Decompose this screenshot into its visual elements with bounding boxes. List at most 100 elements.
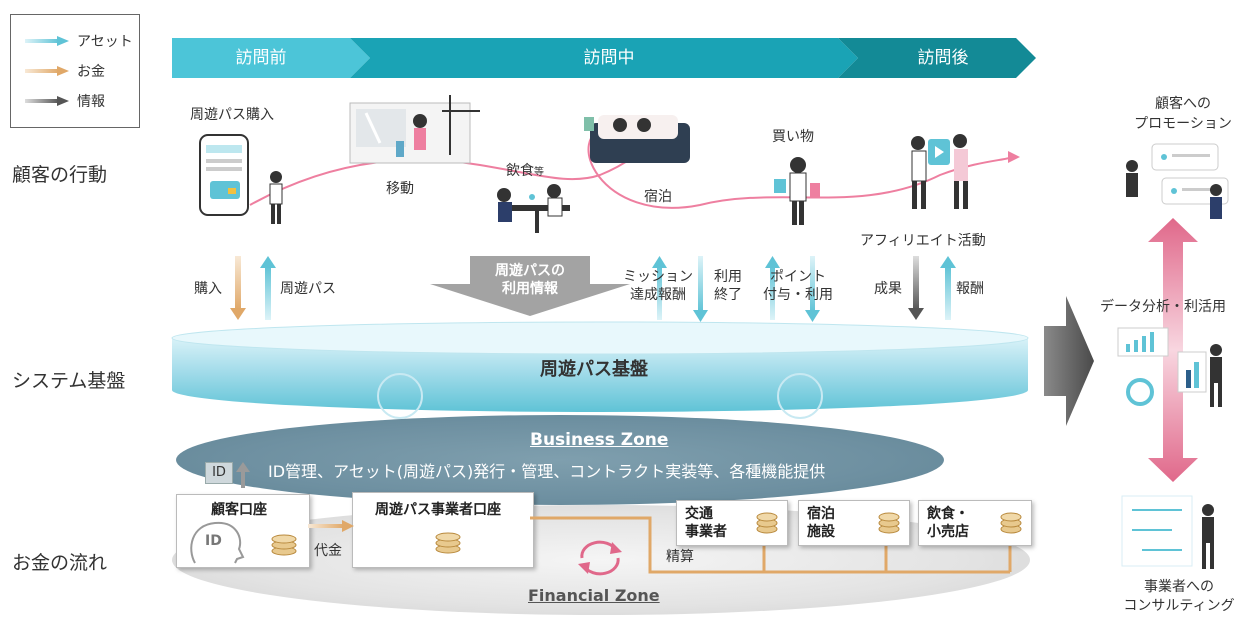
label-mission-line2: 達成報酬: [630, 287, 686, 303]
consulting-label: 事業者への コンサルティング: [1110, 578, 1248, 616]
legend: アセット お金 情報: [10, 14, 140, 128]
action-purchase: 周遊パス購入: [190, 107, 274, 123]
label-end-line1: 利用: [714, 269, 742, 285]
money-arrow-icon: [25, 66, 69, 76]
phase-during: 訪問中: [583, 48, 635, 68]
customer-id-text: ID: [205, 533, 222, 549]
legend-item-money: お金: [25, 59, 105, 83]
legend-item-info: 情報: [25, 89, 105, 113]
lodging-line2: 施設: [807, 524, 835, 540]
person-buying-icon: [269, 171, 283, 224]
row-title-money: お金の流れ: [12, 552, 108, 574]
train-icon: [349, 95, 480, 164]
id-tag: ID: [205, 462, 233, 484]
row-title-customer: 顧客の行動: [12, 164, 108, 186]
dining-icon: [497, 184, 570, 233]
info-arrow-icon: [25, 96, 69, 106]
transport-title: 交通 事業者: [685, 505, 727, 541]
action-food: 飲食等: [506, 160, 544, 180]
label-point: ポイント 付与・利用: [752, 268, 844, 304]
row-title-system: システム基盤: [12, 370, 126, 392]
id-head-icon: [190, 521, 245, 564]
label-mission: ミッション 達成報酬: [616, 268, 700, 304]
phase-after: 訪問後: [917, 48, 969, 68]
label-usage-line2: 利用情報: [502, 281, 558, 297]
affiliate-people-icon: [911, 134, 968, 209]
pink-double-arrow: [1148, 218, 1198, 482]
recycle-icon: [578, 540, 622, 576]
promotion-illustration: [1126, 143, 1229, 219]
shop-line2: 小売店: [927, 524, 969, 540]
bed-icon: [584, 115, 690, 163]
coins-icon: [756, 512, 778, 534]
coins-icon: [1000, 512, 1022, 534]
action-affiliate: アフィリエイト活動: [860, 233, 986, 249]
label-end: 利用 終了: [708, 268, 748, 304]
sync-icon-right: [777, 373, 823, 419]
financial-zone-title: Financial Zone: [528, 586, 660, 605]
analytics-label: データ分析・利活用: [1100, 299, 1226, 315]
consulting-illustration: [1121, 495, 1214, 569]
label-usage-line1: 周遊パスの: [495, 263, 565, 279]
to-analytics-arrow: [1044, 296, 1094, 426]
legend-item-asset: アセット: [25, 29, 133, 53]
label-settlement: 精算: [666, 549, 694, 565]
customer-journey: [199, 95, 1020, 233]
transport-line2: 事業者: [685, 524, 727, 540]
label-point-line2: 付与・利用: [763, 287, 833, 303]
action-stay: 宿泊: [644, 189, 672, 205]
flow-arrows: [230, 256, 956, 322]
business-zone-disc: [176, 415, 944, 505]
promotion-line1: 顧客への: [1155, 96, 1211, 112]
platform-cylinder: [171, 321, 1029, 419]
customer-account-title: 顧客口座: [211, 502, 267, 518]
transport-operator-box: 交通 事業者: [676, 500, 788, 546]
payment-arrow: [308, 520, 354, 532]
shop-line1: 飲食・: [927, 506, 969, 522]
transport-line1: 交通: [685, 506, 713, 522]
operator-account-box: 周遊パス事業者口座: [352, 492, 534, 568]
phase-before: 訪問前: [235, 48, 287, 68]
coins-icon: [878, 512, 900, 534]
legend-label-asset: アセット: [77, 34, 133, 50]
business-zone-title: Business Zone: [530, 430, 669, 450]
id-up-arrow: [236, 462, 250, 488]
shop-title: 飲食・ 小売店: [927, 505, 969, 541]
label-pass: 周遊パス: [280, 281, 336, 297]
legend-label-info: 情報: [77, 94, 105, 110]
operator-account-title: 周遊パス事業者口座: [375, 502, 501, 518]
label-buy: 購入: [194, 281, 222, 297]
label-usage-info: 周遊パスの 利用情報: [470, 262, 590, 298]
coins-icon: [271, 534, 297, 556]
analytics-illustration: [1117, 327, 1222, 407]
usage-info-arrow: [430, 256, 630, 316]
shop-box: 飲食・ 小売店: [918, 500, 1032, 546]
action-shopping: 買い物: [772, 129, 814, 145]
action-move: 移動: [386, 181, 414, 197]
platform-title: 周遊パス基盤: [540, 359, 648, 380]
label-mission-line1: ミッション: [623, 269, 693, 285]
promotion-label: 顧客への プロモーション: [1120, 94, 1246, 134]
action-food-label: 飲食: [506, 163, 534, 179]
customer-account-box: 顧客口座 ID: [176, 494, 310, 568]
legend-label-money: お金: [77, 64, 105, 80]
label-result: 成果: [874, 281, 902, 297]
lodging-facility-box: 宿泊 施設: [798, 500, 910, 546]
shopping-icon: [774, 157, 820, 225]
label-reward: 報酬: [956, 281, 984, 297]
label-end-line2: 終了: [714, 287, 742, 303]
sync-icon-left: [377, 373, 423, 419]
business-zone-desc: ID管理、アセット(周遊パス)発行・管理、コントラクト実装等、各種機能提供: [268, 462, 826, 481]
coins-icon: [435, 532, 461, 554]
asset-arrow-icon: [25, 36, 69, 46]
label-payment: 代金: [314, 543, 342, 559]
phase-bar: [172, 38, 1036, 78]
lodging-line1: 宿泊: [807, 506, 835, 522]
consulting-line1: 事業者への: [1144, 579, 1214, 595]
action-food-etc: 等: [534, 167, 544, 178]
smartphone-icon: [199, 134, 249, 216]
lodging-title: 宿泊 施設: [807, 505, 835, 541]
promotion-line2: プロモーション: [1134, 116, 1232, 132]
consulting-line2: コンサルティング: [1123, 598, 1235, 614]
label-point-line1: ポイント: [770, 269, 826, 285]
